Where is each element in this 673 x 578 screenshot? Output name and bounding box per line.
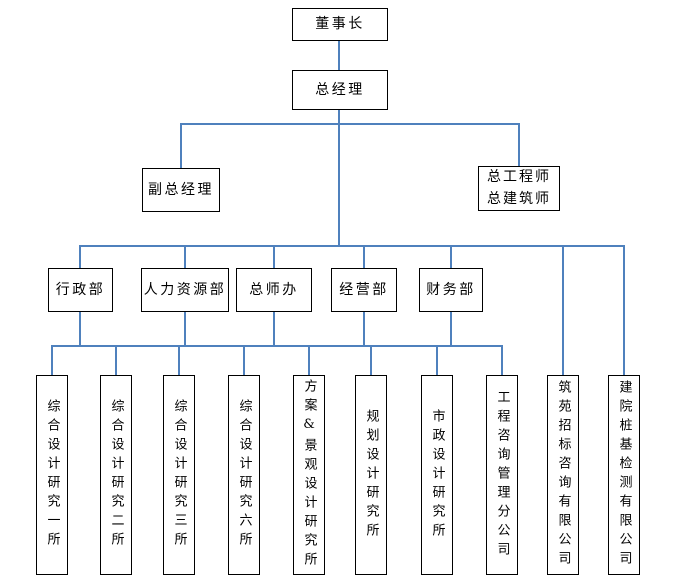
org-node-institute-municipal: 市政设计研究所	[421, 375, 453, 575]
org-node-label: 综合设计研究六所	[236, 399, 252, 551]
connector-dept-feeder	[273, 312, 275, 346]
org-node-deputy-general-manager: 副总经理	[142, 168, 220, 212]
org-node-label: 工程咨询管理分公司	[494, 389, 510, 561]
org-node-label: 总经理	[315, 81, 365, 98]
org-node-institute-scheme-landscape: 方案&景观设计研究所	[293, 375, 325, 575]
connector-chief-drop	[518, 123, 520, 166]
org-node-department-finance: 财务部	[419, 268, 483, 312]
connector-institute-drop	[501, 345, 503, 375]
org-node-label-line1: 总工程师	[487, 168, 551, 185]
org-node-general-manager: 总经理	[292, 70, 388, 110]
org-node-company-jianyuan-pile-testing: 建院桩基检测有限公司	[608, 375, 640, 575]
connector-dept-drop	[184, 245, 186, 268]
connector-departments-branch	[79, 245, 625, 247]
org-node-label: 综合设计研究一所	[44, 399, 60, 551]
connector-deputy-drop	[180, 123, 182, 168]
org-node-chairman: 董事长	[292, 8, 388, 41]
org-node-label: 经营部	[339, 281, 389, 298]
org-node-company-zhuyuan-bidding: 筑苑招标咨询有限公司	[547, 375, 579, 575]
org-node-label-line2: 总建筑师	[487, 190, 551, 207]
org-node-label: 综合设计研究二所	[108, 399, 124, 551]
org-node-label: 董事长	[315, 16, 365, 33]
connector-company-drop	[562, 245, 564, 375]
org-node-department-operations: 经营部	[331, 268, 397, 312]
connector-dept-feeder	[184, 312, 186, 346]
org-node-department-human-resources: 人力资源部	[141, 268, 229, 312]
connector-dept-drop	[273, 245, 275, 268]
connector-dept-feeder	[450, 312, 452, 346]
connector-chairman-gm	[338, 41, 340, 70]
connector-dept-drop	[450, 245, 452, 268]
org-node-label: 人力资源部	[143, 281, 227, 298]
org-node-institute-design-2: 综合设计研究二所	[100, 375, 132, 575]
connector-dept-feeder	[363, 312, 365, 346]
connector-institutes-branch	[51, 345, 503, 347]
org-node-institute-design-6: 综合设计研究六所	[228, 375, 260, 575]
connector-company-drop	[623, 245, 625, 375]
org-node-label: 综合设计研究三所	[171, 399, 187, 551]
org-node-label: 筑苑招标咨询有限公司	[555, 380, 571, 570]
connector-dept-drop	[79, 245, 81, 268]
connector-institute-drop	[243, 345, 245, 375]
org-node-label: 总师办	[249, 281, 299, 298]
org-node-institute-design-1: 综合设计研究一所	[36, 375, 68, 575]
org-node-department-chief-engineer-office: 总师办	[236, 268, 312, 312]
connector-gm-stem	[338, 110, 340, 246]
connector-dept-drop	[363, 245, 365, 268]
connector-dept-feeder	[79, 312, 81, 346]
connector-institute-drop	[115, 345, 117, 375]
connector-level3-branch	[180, 123, 520, 125]
org-node-label: 财务部	[426, 281, 476, 298]
org-node-label: 建院桩基检测有限公司	[616, 380, 632, 570]
org-node-label: 方案&景观设计研究所	[301, 379, 317, 571]
connector-institute-drop	[178, 345, 180, 375]
org-node-institute-planning: 规划设计研究所	[355, 375, 387, 575]
org-node-institute-design-3: 综合设计研究三所	[163, 375, 195, 575]
connector-institute-drop	[51, 345, 53, 375]
connector-institute-drop	[308, 345, 310, 375]
connector-institute-drop	[370, 345, 372, 375]
org-node-department-administration: 行政部	[48, 268, 113, 312]
org-node-label: 副总经理	[148, 181, 214, 198]
org-node-label: 市政设计研究所	[429, 408, 445, 542]
org-node-label: 行政部	[55, 281, 106, 298]
org-node-label: 规划设计研究所	[363, 408, 379, 542]
org-node-branch-engineering-consulting: 工程咨询管理分公司	[486, 375, 518, 575]
connector-institute-drop	[436, 345, 438, 375]
org-node-chief-engineer-architect: 总工程师 总建筑师	[478, 166, 560, 211]
